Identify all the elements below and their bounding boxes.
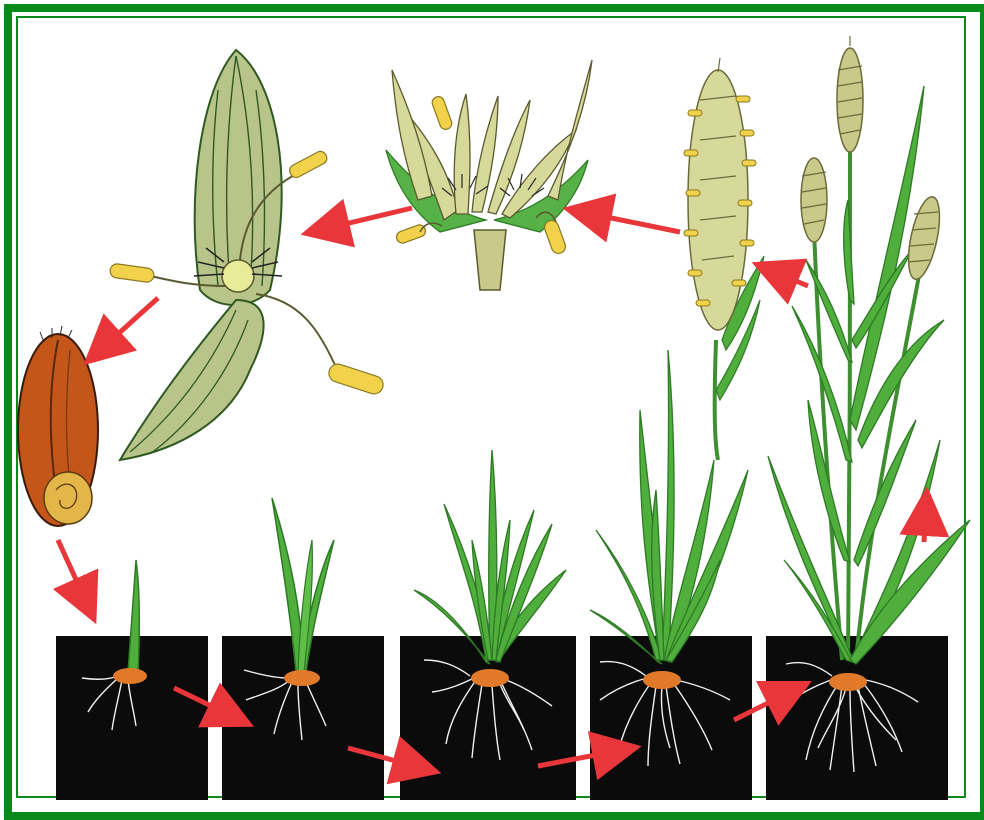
soil-boxes: [56, 636, 948, 800]
seed-2: [284, 670, 320, 686]
seed-3: [471, 669, 509, 687]
arrow-stage5-up: [924, 506, 926, 542]
arrow-flower-to-floret: [320, 208, 412, 230]
arrow-mature-to-flowering: [770, 270, 808, 286]
wheat-ear-center: [837, 36, 863, 152]
open-flower: [386, 60, 592, 290]
wheat-ear-left: [801, 158, 827, 242]
seed-1: [113, 668, 147, 684]
pollinated-floret: [109, 50, 385, 460]
arrow-flowering-to-flower: [582, 212, 680, 232]
wheat-ear-right: [903, 194, 946, 282]
seed-5: [829, 673, 867, 691]
seed-4: [643, 671, 681, 689]
arrow-floret-to-grain: [98, 298, 158, 352]
flowering-ear: [684, 58, 764, 460]
arrow-grain-to-seedling: [58, 540, 88, 606]
wheat-grain: [18, 326, 98, 526]
